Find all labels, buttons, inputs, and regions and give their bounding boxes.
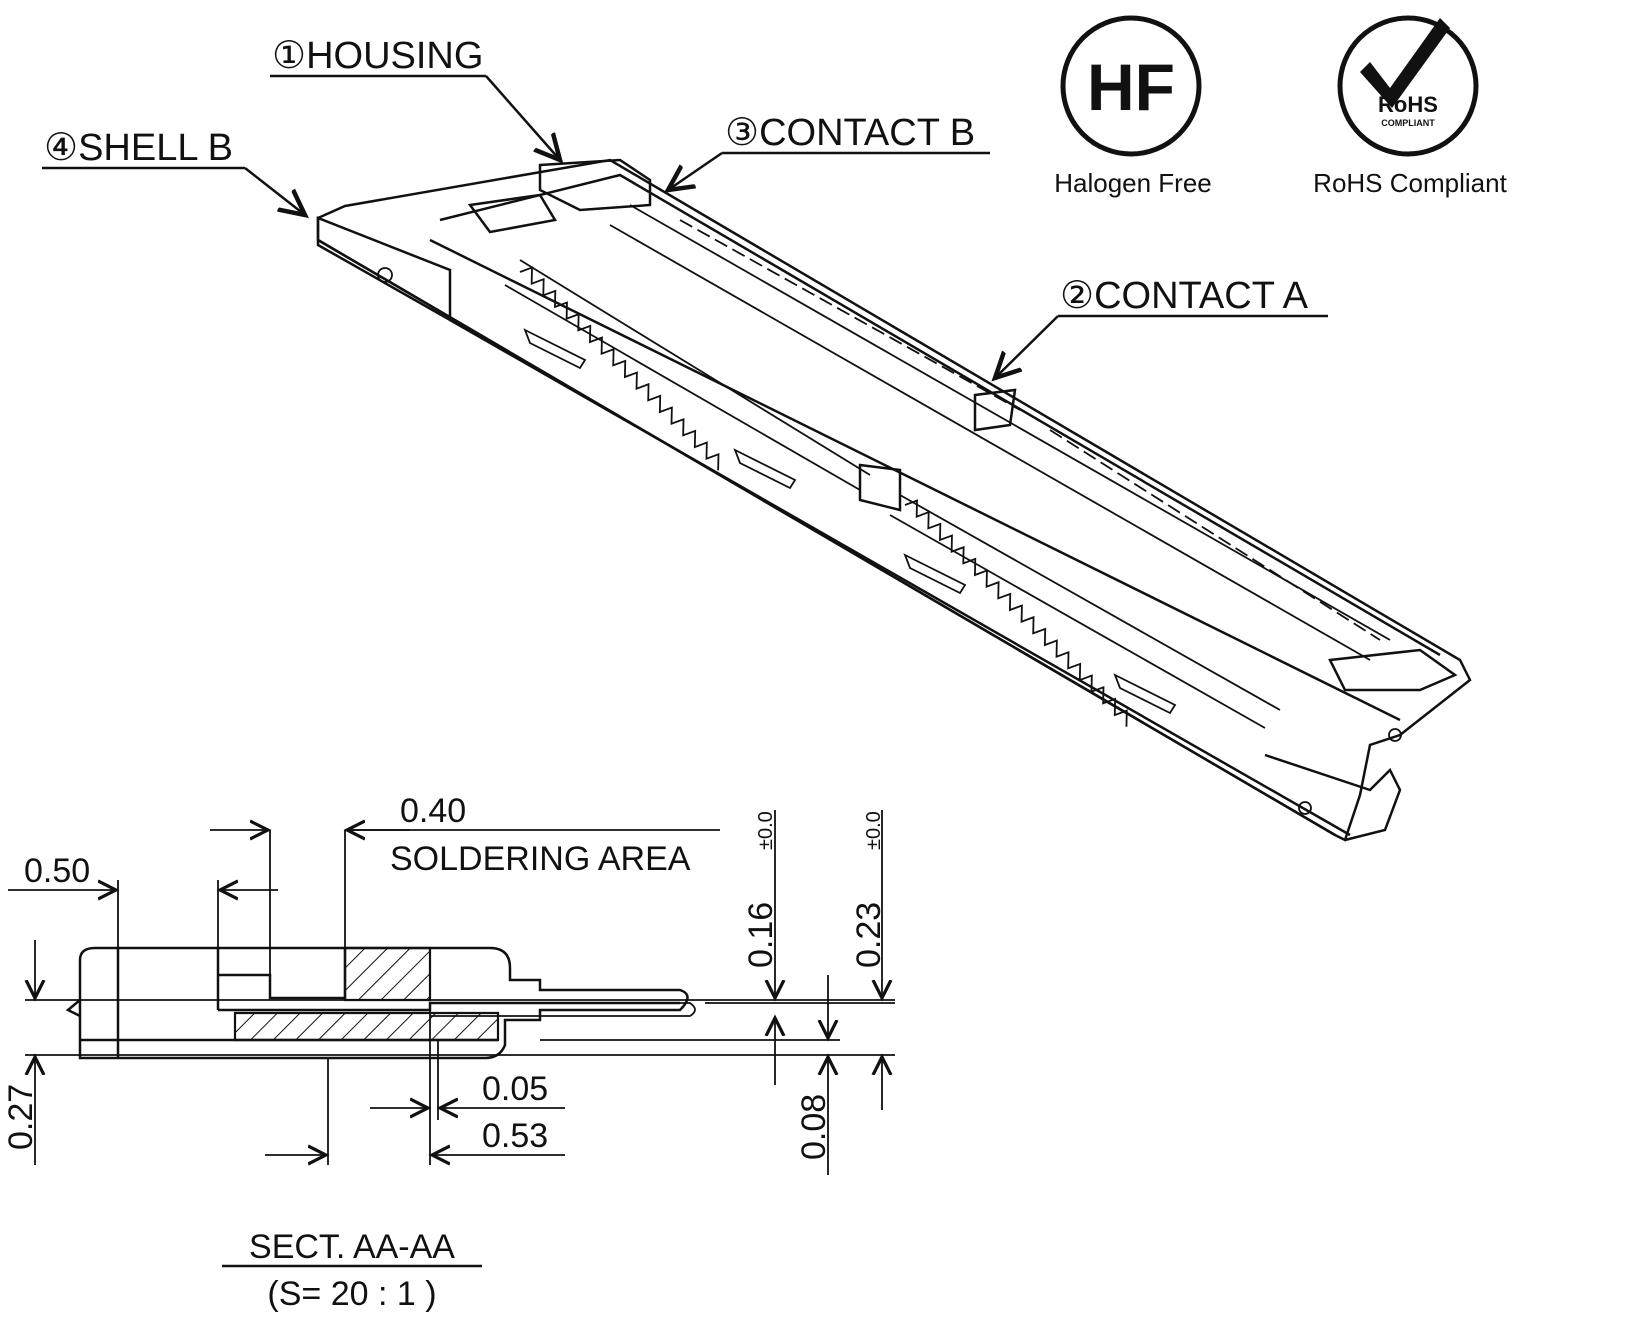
contact-a-row bbox=[504, 259, 1281, 729]
callout-contact-b-label: ③CONTACT B bbox=[725, 112, 975, 154]
callout-housing: ①HOUSING bbox=[270, 35, 560, 160]
rohs-sub: COMPLIANT bbox=[1381, 118, 1435, 128]
dim-0-23-tol: ±0.0 bbox=[863, 811, 885, 850]
connector-isometric bbox=[316, 158, 1472, 842]
dim-0-53: 0.53 bbox=[482, 1117, 548, 1155]
section-aa-drawing: 0.40 SOLDERING AREA 0.50 0.16 ±0.0 0.23 … bbox=[2, 792, 895, 1313]
hf-mark: HF bbox=[1087, 50, 1175, 124]
soldering-area-label: SOLDERING AREA bbox=[390, 840, 691, 878]
section-scale: (S= 20 : 1 ) bbox=[267, 1275, 436, 1313]
rohs-badge: RoHS COMPLIANT RoHS Compliant bbox=[1313, 15, 1508, 198]
halogen-free-badge: HF Halogen Free bbox=[1054, 15, 1212, 198]
callout-contact-a: ②CONTACT A bbox=[995, 275, 1328, 378]
rohs-mark: RoHS bbox=[1378, 92, 1438, 117]
dim-0-08: 0.08 bbox=[795, 1094, 833, 1160]
dim-0-23: 0.23 bbox=[850, 902, 888, 968]
callout-shell-b: ④SHELL B bbox=[42, 127, 305, 215]
dim-0-50: 0.50 bbox=[24, 852, 90, 890]
dim-0-27: 0.27 bbox=[2, 1084, 40, 1150]
dim-0-16-tol: ±0.0 bbox=[755, 811, 777, 850]
dim-0-40: 0.40 bbox=[400, 792, 466, 830]
checkmark-icon bbox=[1360, 18, 1450, 108]
callout-housing-label: ①HOUSING bbox=[272, 35, 483, 77]
rohs-caption: RoHS Compliant bbox=[1313, 168, 1507, 198]
halogen-free-caption: Halogen Free bbox=[1054, 168, 1212, 198]
callout-contact-b: ③CONTACT B bbox=[668, 112, 990, 190]
dim-0-16: 0.16 bbox=[742, 902, 780, 968]
callout-contact-a-label: ②CONTACT A bbox=[1060, 275, 1309, 317]
dim-0-05: 0.05 bbox=[482, 1070, 548, 1108]
contact-b-row bbox=[609, 204, 1391, 661]
section-title: SECT. AA-AA bbox=[249, 1228, 455, 1266]
callout-shell-b-label: ④SHELL B bbox=[44, 127, 233, 169]
